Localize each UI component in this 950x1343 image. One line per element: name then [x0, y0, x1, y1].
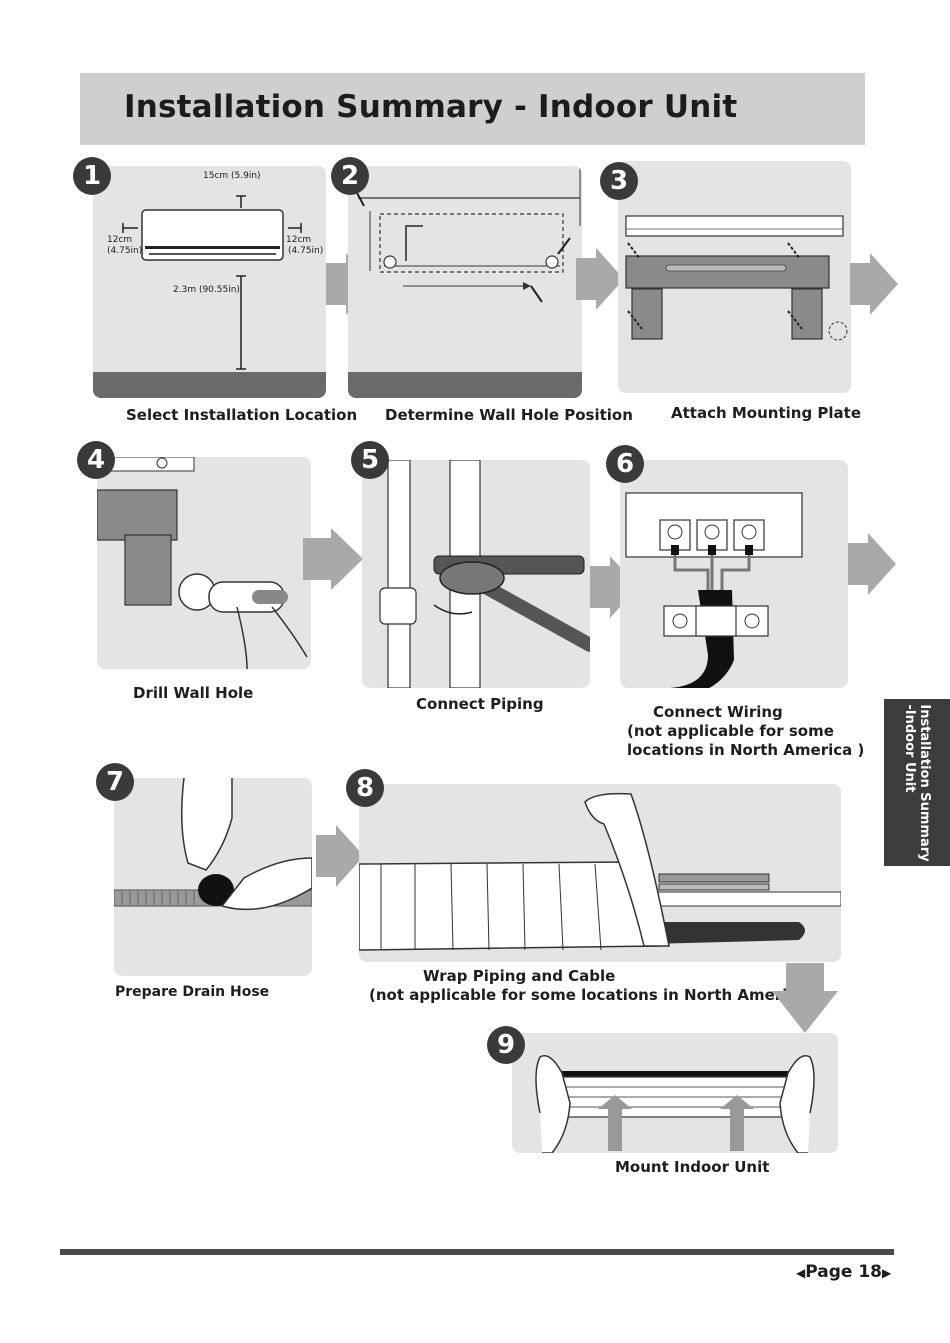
arrow-right-icon — [303, 528, 363, 590]
step-2-panel — [348, 166, 582, 398]
step-7-badge: 7 — [96, 763, 134, 801]
step-7-illustration — [114, 778, 312, 911]
step-2-badge: 2 — [331, 157, 369, 195]
step-8-caption-line-2: (not applicable for some locations in No… — [369, 986, 814, 1004]
page-title: Installation Summary - Indoor Unit — [124, 89, 738, 125]
step-1-illustration — [93, 195, 326, 398]
step-3-illustration — [625, 215, 848, 341]
arrow-down-icon — [772, 963, 838, 1033]
step-5-caption: Connect Piping — [416, 695, 544, 713]
arrow-right-icon — [848, 533, 896, 595]
side-tab-line-1: Installation Summary — [917, 703, 932, 862]
title-banner: Installation Summary - Indoor Unit — [80, 73, 865, 145]
dim-right-label-a: 12cm — [286, 235, 312, 245]
footer-rule — [60, 1249, 894, 1255]
page-number: ◀Page 18▶ — [796, 1262, 891, 1282]
dim-left-label-b: (4.75in) — [107, 246, 143, 256]
step-6-illustration — [625, 492, 803, 688]
step-1-panel: 15cm (5.9in) 12cm (4.75in) 12cm (4.75in)… — [93, 166, 326, 398]
next-page-icon[interactable]: ▶ — [881, 1266, 892, 1280]
page-number-label: Page 18 — [805, 1262, 882, 1282]
step-6-caption-line-2: (not applicable for some — [627, 722, 834, 740]
step-7-caption: Prepare Drain Hose — [115, 984, 270, 1000]
step-6-badge: 6 — [606, 445, 644, 483]
dim-height-label: 2.3m (90.55in) — [173, 285, 240, 295]
step-8-panel — [359, 784, 841, 962]
step-3-panel — [618, 161, 851, 393]
step-6-caption-line-3: locations in North America ) — [627, 741, 865, 759]
step-9-caption: Mount Indoor Unit — [615, 1158, 770, 1176]
dim-right-label-b: (4.75in) — [288, 246, 324, 256]
step-7-panel — [114, 778, 312, 976]
step-8-illustration — [359, 792, 841, 951]
step-9-panel — [512, 1033, 838, 1153]
step-9-illustration — [535, 1055, 815, 1153]
step-5-illustration — [379, 460, 590, 688]
arrow-right-icon — [316, 825, 364, 887]
step-3-caption: Attach Mounting Plate — [671, 404, 862, 422]
step-4-caption: Drill Wall Hole — [133, 684, 254, 702]
arrow-right-icon — [590, 556, 638, 618]
dim-left-label-a: 12cm — [107, 235, 133, 245]
prev-page-icon[interactable]: ◀ — [796, 1266, 806, 1280]
step-6-panel — [620, 460, 848, 688]
section-side-tab: Installation Summary -Indoor Unit — [884, 699, 950, 866]
step-5-badge: 5 — [351, 441, 389, 479]
dim-top-label: 15cm (5.9in) — [203, 171, 261, 181]
level-ruler — [110, 457, 195, 472]
step-5-panel — [362, 460, 590, 688]
arrow-right-icon — [576, 248, 624, 310]
step-8-caption-line-1: Wrap Piping and Cable — [423, 967, 616, 985]
step-6-caption-line-1: Connect Wiring — [653, 703, 783, 721]
step-2-illustration — [348, 168, 582, 398]
step-8-badge: 8 — [346, 769, 384, 807]
step-9-badge: 9 — [487, 1026, 525, 1064]
step-1-caption: Select Installation Location — [126, 406, 358, 424]
arrow-right-icon — [850, 253, 898, 315]
step-2-caption: Determine Wall Hole Position — [385, 406, 633, 424]
step-4-illustration — [97, 489, 308, 669]
side-tab-line-2: -Indoor Unit — [902, 703, 917, 792]
step-4-panel — [97, 457, 311, 669]
step-3-badge: 3 — [600, 162, 638, 200]
step-4-badge: 4 — [77, 441, 115, 479]
step-1-badge: 1 — [73, 157, 111, 195]
